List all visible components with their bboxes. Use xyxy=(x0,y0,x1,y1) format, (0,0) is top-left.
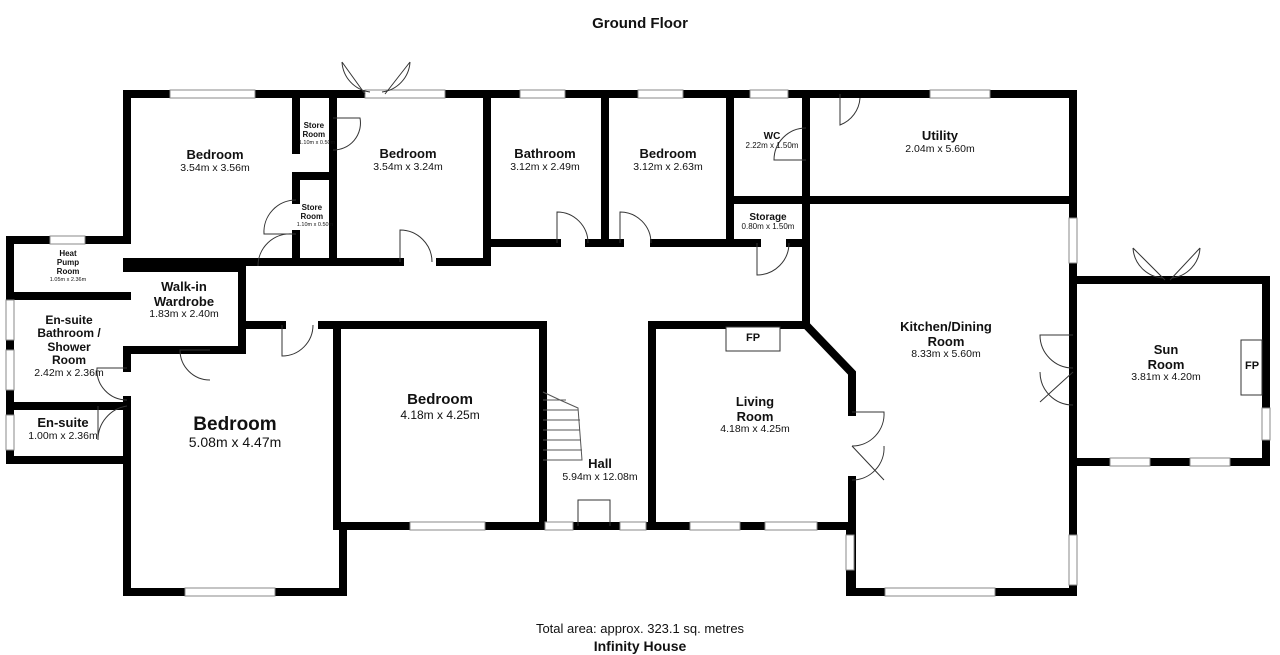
room-storage: Storage 0.80m x 1.50m xyxy=(742,212,795,232)
fireplaces xyxy=(725,326,1263,396)
room-ensuite: En-suite 1.00m x 2.36m xyxy=(28,415,98,442)
room-name-line2: Room xyxy=(736,408,774,424)
room-name-line1: Heat xyxy=(59,249,77,258)
room-dims: 1.00m x 2.36m xyxy=(28,429,98,442)
room-name: Bedroom xyxy=(186,147,244,162)
room-name: Storage xyxy=(749,212,787,223)
room-bedroom-center: Bedroom 4.18m x 4.25m xyxy=(400,391,480,422)
room-bedroom-n3: Bedroom 3.12m x 2.63m xyxy=(633,146,703,173)
room-name: Store Room xyxy=(300,203,324,221)
room-name-line2: Room xyxy=(927,333,965,349)
room-name-line2: Wardrobe xyxy=(153,293,215,309)
room-name: Utility xyxy=(921,128,959,143)
room-ensuite-shower: En-suite Bathroom / Shower Room 2.42m x … xyxy=(34,313,104,380)
page-title: Ground Floor xyxy=(592,15,688,32)
room-name-line2: Room xyxy=(1147,356,1185,372)
room-dims: 3.54m x 3.24m xyxy=(373,160,443,173)
room-dims: 3.81m x 4.20m xyxy=(1131,371,1201,384)
room-walk-in-wardrobe: Walk-in Wardrobe 1.83m x 2.40m xyxy=(149,279,219,321)
room-dims: 0.80m x 1.50m xyxy=(741,222,795,232)
room-dims: 5.94m x 12.08m xyxy=(562,470,638,483)
room-name: Store Room xyxy=(302,121,326,139)
room-name-line1: En-suite xyxy=(45,313,93,327)
room-dims: 4.18m x 4.25m xyxy=(720,423,790,436)
windows xyxy=(5,89,1271,597)
room-bedroom-nw: Bedroom 3.54m x 3.56m xyxy=(180,147,250,174)
stairs xyxy=(542,391,583,461)
room-name: Bedroom xyxy=(379,146,437,161)
room-dims: 8.33m x 5.60m xyxy=(911,348,981,361)
room-name: Bathroom xyxy=(514,146,576,161)
room-name-line3: Shower xyxy=(47,339,91,354)
room-name-line1: Living xyxy=(735,394,775,409)
room-dims: 5.08m x 4.47m xyxy=(188,434,282,451)
room-name: Bedroom xyxy=(639,146,697,161)
room-name-line1: Sun xyxy=(1153,342,1179,357)
room-dims: 1.83m x 2.40m xyxy=(149,308,219,321)
total-area: Total area: approx. 323.1 sq. metres xyxy=(535,621,745,636)
room-name-line1: Walk-in xyxy=(161,279,207,294)
fireplace-label-sun-room: FP xyxy=(1244,360,1260,372)
room-dims: 4.18m x 4.25m xyxy=(400,407,480,422)
room-dims: 2.04m x 5.60m xyxy=(905,142,975,155)
room-dims: 3.12m x 2.63m xyxy=(633,160,703,173)
room-dims: 2.42m x 2.36m xyxy=(34,366,104,379)
room-dims: 3.54m x 3.56m xyxy=(180,161,250,174)
room-name-line2: Pump xyxy=(56,257,80,267)
room-dims: 1.10m x 0.50m xyxy=(298,139,336,146)
room-bathroom: Bathroom 3.12m x 2.49m xyxy=(510,146,580,173)
room-name: Bedroom xyxy=(407,391,473,408)
room-utility: Utility 2.04m x 5.60m xyxy=(905,128,975,155)
room-dims: 1.10m x 0.50m xyxy=(296,221,334,228)
room-name-line3: Room xyxy=(56,266,80,276)
room-name-line2: Bathroom / xyxy=(37,326,101,341)
room-dims: 3.12m x 2.49m xyxy=(510,160,580,173)
fireplace-label-living: FP xyxy=(745,332,761,344)
property-name: Infinity House xyxy=(593,638,687,654)
room-bedroom-n2: Bedroom 3.54m x 3.24m xyxy=(373,146,443,173)
room-sun-room: Sun Room 3.81m x 4.20m xyxy=(1131,342,1201,384)
room-living: Living Room 4.18m x 4.25m xyxy=(720,394,790,436)
room-store-room-2: Store Room 1.10m x 0.50m xyxy=(296,203,334,228)
room-dims: 2.22m x 1.50m xyxy=(745,141,799,151)
room-name-line4: Room xyxy=(51,353,86,368)
room-name: En-suite xyxy=(37,415,89,430)
doors xyxy=(96,61,1201,526)
room-name: Hall xyxy=(588,456,612,471)
room-heat-pump: Heat Pump Room 1.05m x 2.36m xyxy=(49,249,87,283)
room-hall: Hall 5.94m x 12.08m xyxy=(562,456,638,483)
room-name-line1: Kitchen/Dining xyxy=(900,319,992,334)
room-name: Bedroom xyxy=(193,414,277,435)
room-name: WC xyxy=(763,131,781,142)
room-wc: WC 2.22m x 1.50m xyxy=(746,131,799,151)
room-master-bedroom: Bedroom 5.08m x 4.47m xyxy=(189,414,282,451)
room-dims: 1.05m x 2.36m xyxy=(49,276,87,283)
room-kitchen-dining: Kitchen/Dining Room 8.33m x 5.60m xyxy=(900,319,992,361)
room-store-room-1: Store Room 1.10m x 0.50m xyxy=(298,121,336,146)
